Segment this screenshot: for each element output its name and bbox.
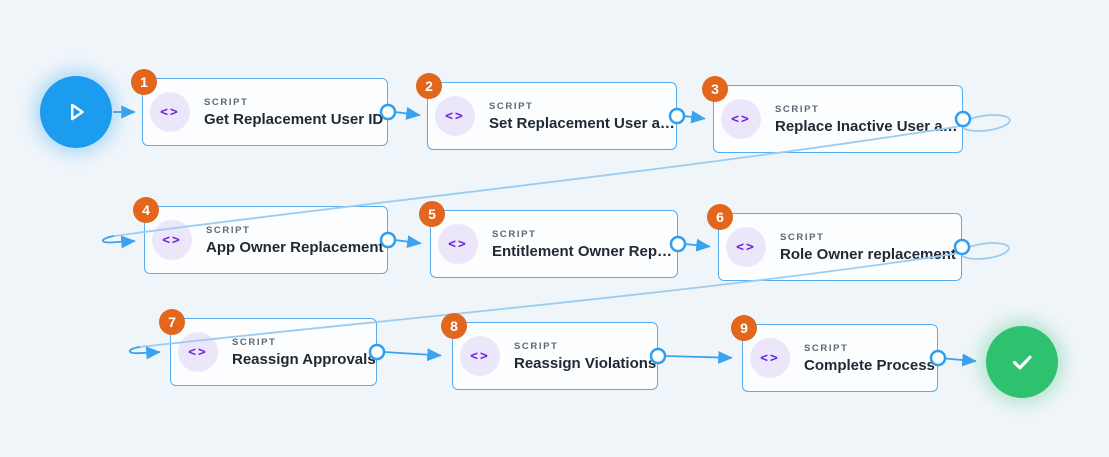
wire-step8-to-step9 xyxy=(664,350,733,364)
step-title: Get Replacement User ID xyxy=(204,110,384,128)
step-title: Reassign Violations xyxy=(514,354,657,372)
step-title: Role Owner replacement xyxy=(780,245,956,263)
workflow-step-2[interactable]: 2 <> SCRIPT Set Replacement User a… xyxy=(416,73,677,150)
workflow-step-9[interactable]: 9 <> SCRIPT Complete Process xyxy=(731,315,938,392)
step-type-label: SCRIPT xyxy=(780,231,825,243)
script-code-icon: <> xyxy=(150,92,190,132)
hairpin-arrow-step4 xyxy=(101,235,136,249)
workflow-step-3[interactable]: 3 <> SCRIPT Replace Inactive User a… xyxy=(702,76,963,153)
output-port-step6[interactable] xyxy=(953,238,971,256)
step-type-label: SCRIPT xyxy=(204,96,249,108)
wire-step5-to-step6 xyxy=(684,238,711,252)
output-port-step5[interactable] xyxy=(669,235,687,253)
step-type-label: SCRIPT xyxy=(775,103,820,115)
wire-step4-to-step5 xyxy=(394,235,422,249)
step-title: Reassign Approvals xyxy=(232,350,376,368)
script-code-icon: <> xyxy=(726,227,766,267)
script-code-icon: <> xyxy=(435,96,475,136)
step-number-badge: 2 xyxy=(416,73,442,99)
script-code-icon: <> xyxy=(460,336,500,376)
output-port-step3[interactable] xyxy=(954,110,972,128)
step-number-badge: 8 xyxy=(441,313,467,339)
step-title: Set Replacement User a… xyxy=(489,114,675,132)
workflow-step-4[interactable]: 4 <> SCRIPT App Owner Replacement xyxy=(133,197,388,274)
step-type-label: SCRIPT xyxy=(206,224,251,236)
step-title: Replace Inactive User a… xyxy=(775,117,958,135)
step-title: Complete Process xyxy=(804,356,935,374)
step-number-badge: 4 xyxy=(133,197,159,223)
workflow-start-node[interactable] xyxy=(40,76,112,148)
step-number-badge: 6 xyxy=(707,204,733,230)
wire-step1-to-step2 xyxy=(394,107,421,120)
workflow-step-1[interactable]: 1 <> SCRIPT Get Replacement User ID xyxy=(131,69,388,146)
step-number-badge: 3 xyxy=(702,76,728,102)
script-code-icon: <> xyxy=(178,332,218,372)
script-code-icon: <> xyxy=(438,224,478,264)
wire-step2-to-step3 xyxy=(683,110,706,124)
workflow-step-6[interactable]: 6 <> SCRIPT Role Owner replacement xyxy=(707,204,962,281)
output-port-step4[interactable] xyxy=(379,231,397,249)
output-port-step1[interactable] xyxy=(379,103,397,121)
script-code-icon: <> xyxy=(750,338,790,378)
workflow-end-node[interactable] xyxy=(986,326,1058,398)
output-port-step7[interactable] xyxy=(368,343,386,361)
output-port-step8[interactable] xyxy=(649,347,667,365)
step-number-badge: 9 xyxy=(731,315,757,341)
wire-step7-to-step8 xyxy=(383,348,442,362)
step-title: Entitlement Owner Rep… xyxy=(492,242,673,260)
hairpin-arrow-step7 xyxy=(128,346,161,360)
step-number-badge: 1 xyxy=(131,69,157,95)
step-type-label: SCRIPT xyxy=(514,340,559,352)
play-icon xyxy=(70,103,84,121)
step-type-label: SCRIPT xyxy=(489,100,534,112)
workflow-step-8[interactable]: 8 <> SCRIPT Reassign Violations xyxy=(441,313,658,390)
step-type-label: SCRIPT xyxy=(492,228,537,240)
output-port-step2[interactable] xyxy=(668,107,686,125)
step-number-badge: 5 xyxy=(419,201,445,227)
output-port-step9[interactable] xyxy=(929,349,947,367)
wire-step9-to-end xyxy=(944,353,977,367)
check-icon xyxy=(1012,355,1032,370)
workflow-step-5[interactable]: 5 <> SCRIPT Entitlement Owner Rep… xyxy=(419,201,678,278)
step-title: App Owner Replacement xyxy=(206,238,384,256)
step-type-label: SCRIPT xyxy=(804,342,849,354)
step-number-badge: 7 xyxy=(159,309,185,335)
step-type-label: SCRIPT xyxy=(232,336,277,348)
script-code-icon: <> xyxy=(721,99,761,139)
script-code-icon: <> xyxy=(152,220,192,260)
workflow-step-7[interactable]: 7 <> SCRIPT Reassign Approvals xyxy=(159,309,377,386)
